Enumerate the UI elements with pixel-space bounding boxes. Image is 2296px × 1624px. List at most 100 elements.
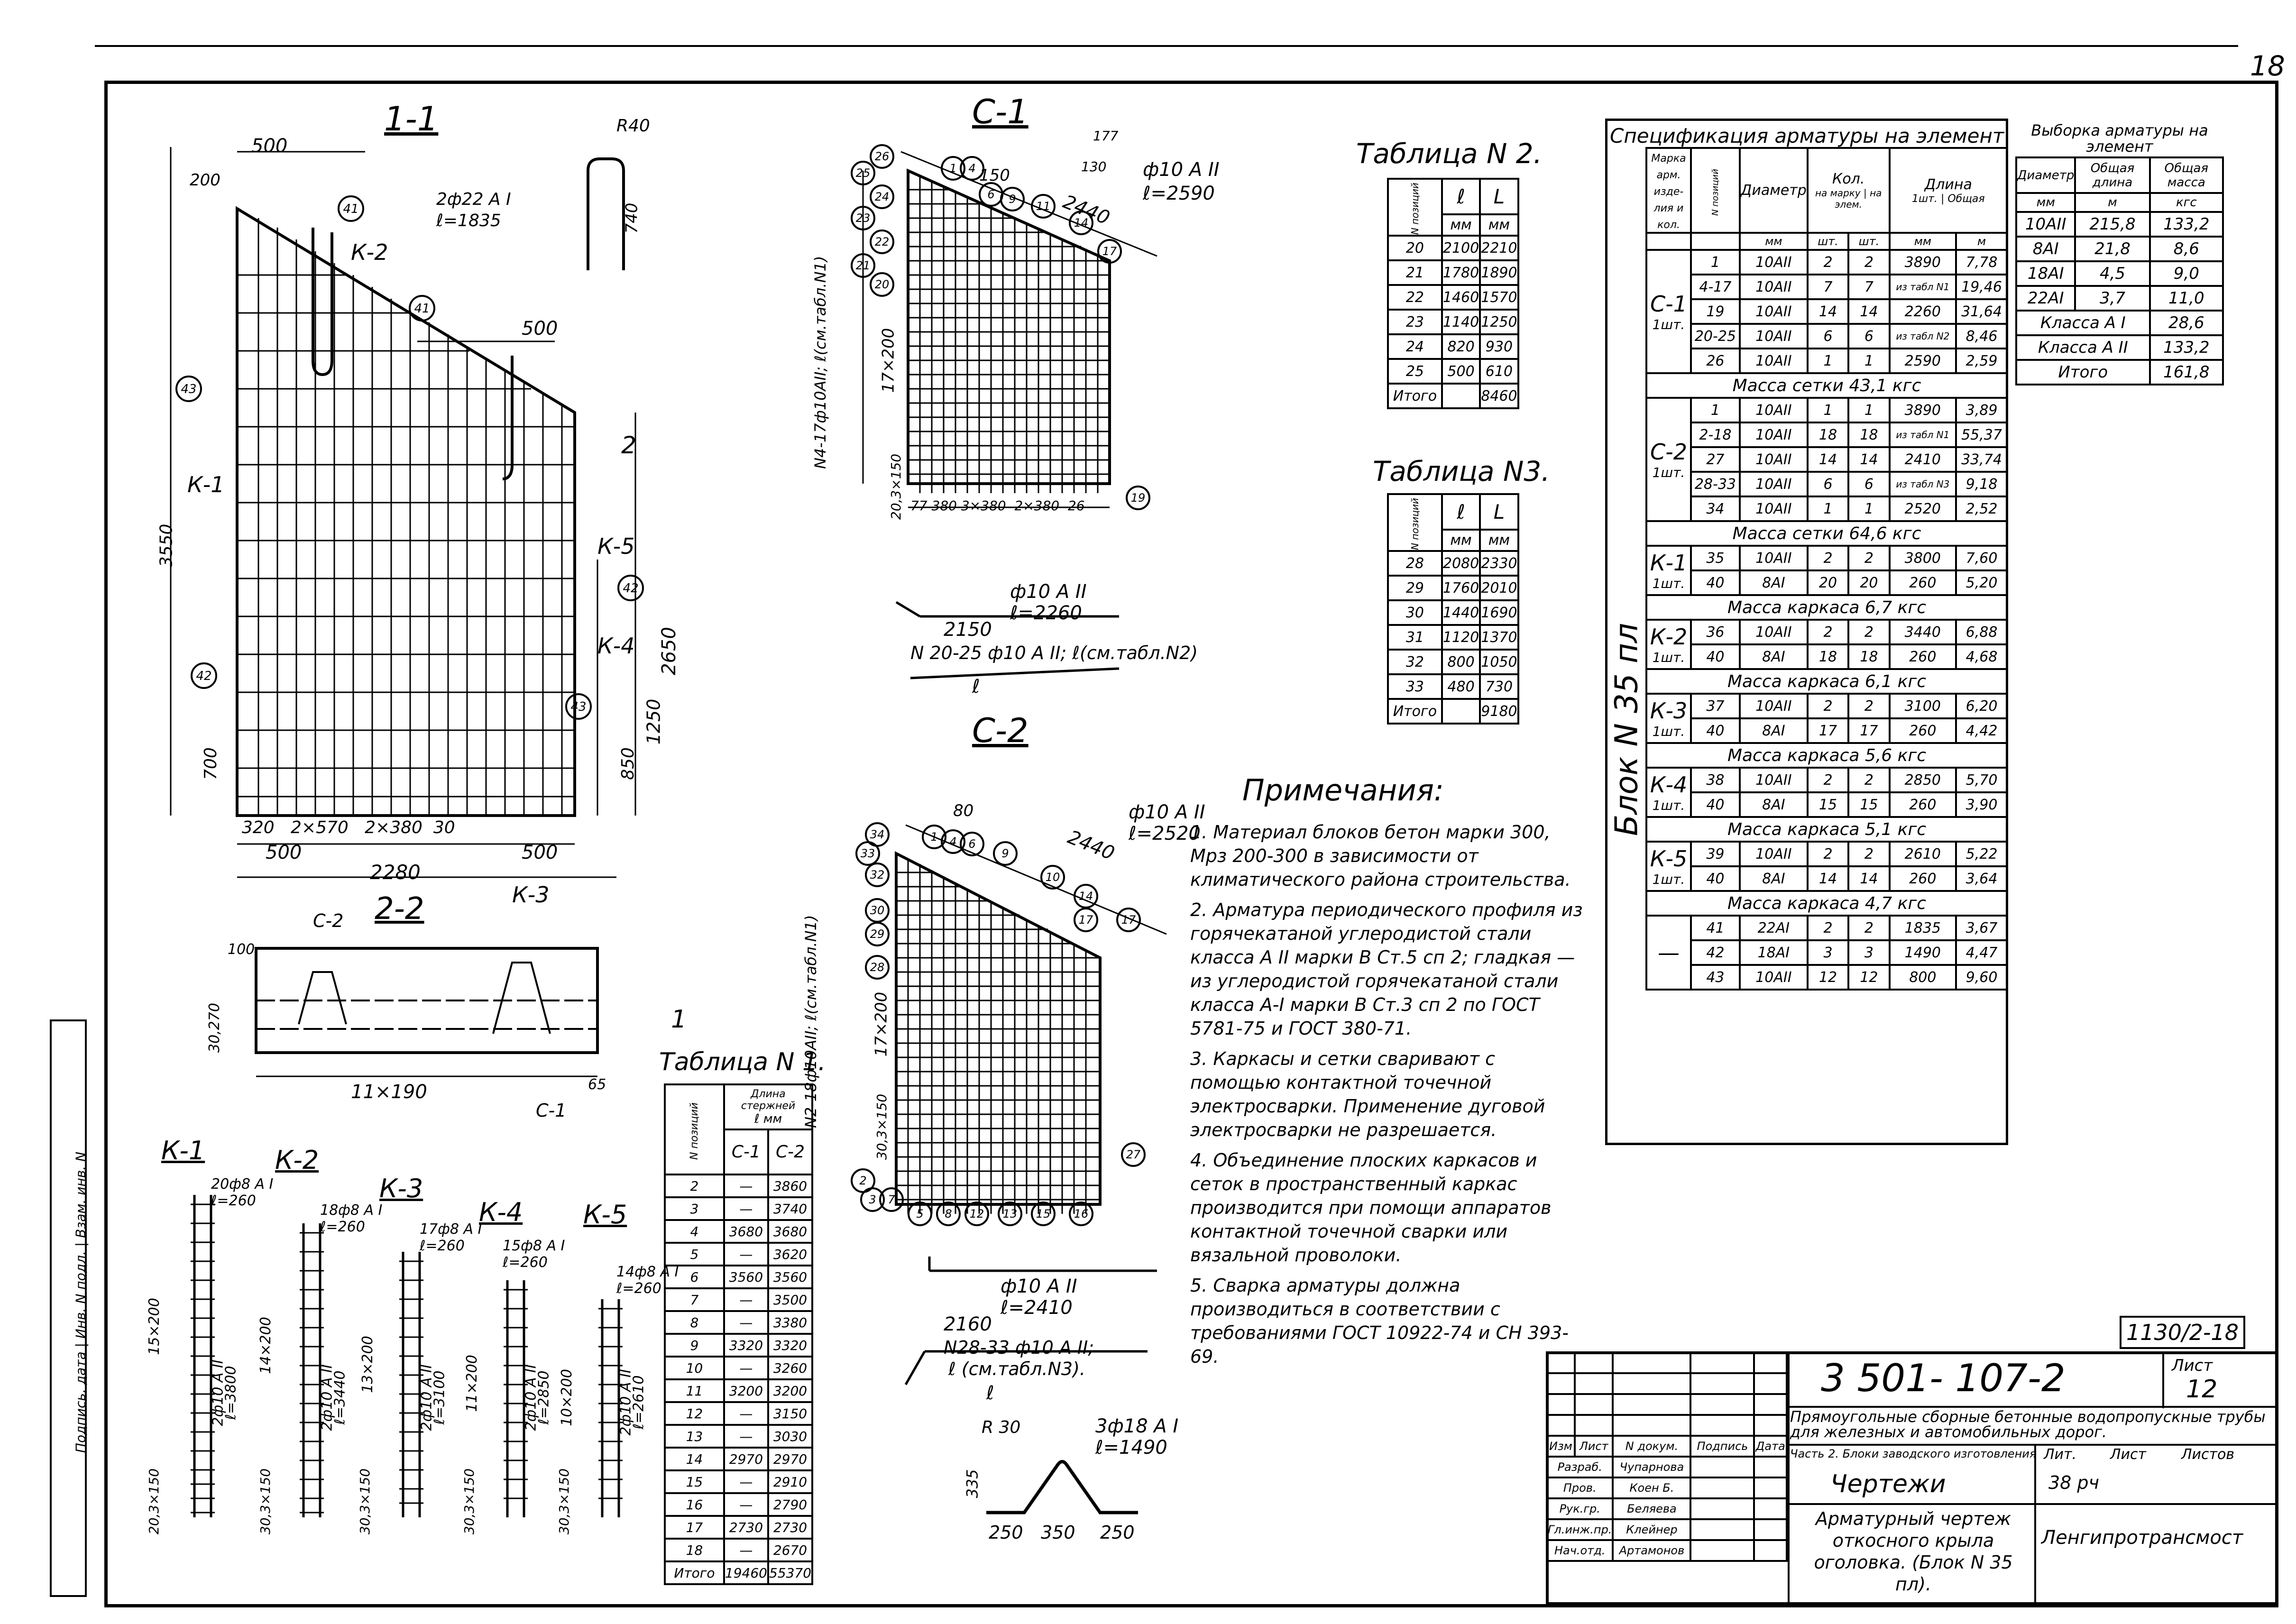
spec-diam: 10АII bbox=[1738, 446, 1809, 473]
stamp-person: Чупарнова bbox=[1612, 1456, 1692, 1478]
summary-total-label: Итого bbox=[2015, 359, 2151, 385]
section-mark-2: 2 bbox=[621, 431, 636, 459]
stamp-stage-value: 38 рч bbox=[2048, 1472, 2100, 1493]
t1-c2: 2730 bbox=[767, 1515, 814, 1540]
table2-pos: 20 bbox=[1387, 235, 1443, 261]
table2-L: 8460 bbox=[1479, 383, 1519, 409]
summary-classA1-value: 28,6 bbox=[2149, 310, 2224, 336]
spec-diam: 8АI bbox=[1738, 791, 1809, 818]
spec-qty2: 20 bbox=[1847, 569, 1891, 596]
spec-len-total: 3,90 bbox=[1955, 791, 2008, 818]
c1-bottom-dims: 77 380 3×380 2×380 26 bbox=[910, 498, 1085, 514]
spec-qty2: 18 bbox=[1847, 643, 1891, 670]
summary-classA2-value: 133,2 bbox=[2149, 334, 2224, 361]
c2-bar-27: ф10 А II bbox=[1001, 1275, 1077, 1297]
t1-c2: 3560 bbox=[767, 1265, 814, 1289]
spec-diam: 18АI bbox=[1738, 939, 1809, 966]
stamp-col-list: Лист bbox=[1573, 1435, 1614, 1458]
spec-len1: 2590 bbox=[1888, 348, 1957, 374]
bar43-label: 3ф18 А I bbox=[1095, 1415, 1179, 1437]
svg-text:28: 28 bbox=[870, 961, 885, 974]
c1-bar-19: ф10 А II bbox=[1010, 581, 1087, 603]
svg-text:1: 1 bbox=[930, 830, 937, 844]
stamp-col-sign: Подпись bbox=[1690, 1435, 1755, 1458]
table2-pos: 21 bbox=[1387, 259, 1443, 286]
spec-head-pos: N позиций bbox=[1710, 169, 1720, 216]
summary-head-mass: Общая масса bbox=[2149, 156, 2224, 194]
spec-len1: 260 bbox=[1888, 717, 1957, 744]
spec-pos: 41 bbox=[1690, 915, 1741, 941]
t1-pos: 10 bbox=[664, 1356, 725, 1380]
stamp-col-izm: Изм bbox=[1546, 1435, 1576, 1458]
k2-bar-label: 18ф8 А I bbox=[320, 1202, 383, 1219]
t1-c1: 2730 bbox=[723, 1515, 769, 1540]
spec-len-total: 4,68 bbox=[1955, 643, 2008, 670]
table2-l bbox=[1441, 383, 1481, 409]
view-k4-title: К-4 bbox=[479, 1197, 523, 1227]
spec-len1: 3890 bbox=[1888, 249, 1957, 275]
c2-bar-27-len: ℓ=2410 bbox=[1001, 1297, 1073, 1319]
notes-title: Примечания: bbox=[1242, 773, 1444, 807]
k1-base: 20,3×150 bbox=[146, 1468, 162, 1535]
spec-qty1: 18 bbox=[1806, 422, 1850, 448]
table2-pos: 22 bbox=[1387, 284, 1443, 311]
spec-head-mark: Марка арм. изде- лия и кол. bbox=[1645, 147, 1692, 234]
spec-len-total: 2,52 bbox=[1955, 495, 2008, 522]
spec-diam: 10АII bbox=[1738, 323, 1809, 349]
t1-c1: — bbox=[723, 1174, 769, 1198]
spec-qty1: 12 bbox=[1806, 964, 1850, 991]
t1-c2: 3380 bbox=[767, 1310, 814, 1335]
spec-len1: 3100 bbox=[1888, 693, 1957, 719]
spec-qty2: 2 bbox=[1847, 767, 1891, 793]
spec-pos: 38 bbox=[1690, 767, 1741, 793]
summary-head-diam: Диаметр bbox=[2015, 156, 2076, 194]
svg-text:30: 30 bbox=[870, 904, 885, 917]
table2-pos: 24 bbox=[1387, 333, 1443, 360]
table2-title: Таблица N 2. bbox=[1356, 138, 1543, 170]
t1-c2: 3620 bbox=[767, 1242, 814, 1266]
svg-text:42: 42 bbox=[196, 669, 211, 683]
t1-pos: 9 bbox=[664, 1333, 725, 1358]
svg-text:29: 29 bbox=[870, 927, 885, 941]
stamp-drawing-title: Арматурный чертеж откосного крыла оголов… bbox=[1814, 1508, 2013, 1595]
spec-len1: 260 bbox=[1888, 569, 1957, 596]
stamp-line-3 bbox=[1788, 1503, 2278, 1505]
svg-text:6: 6 bbox=[987, 188, 994, 201]
table3-l bbox=[1441, 698, 1481, 725]
note-5: 5. Сварка арматуры должна производиться … bbox=[1190, 1275, 1569, 1367]
spec-head-qty: Кол. bbox=[1832, 171, 1865, 187]
table2-l: 1140 bbox=[1441, 309, 1481, 335]
stamp-sheets-label: Листов bbox=[2181, 1446, 2235, 1463]
note-1: 1. Материал блоков бетон марки 300, Мрз … bbox=[1190, 822, 1571, 890]
t1-c1: — bbox=[723, 1538, 769, 1562]
svg-text:33: 33 bbox=[861, 847, 875, 860]
spec-len1: 2260 bbox=[1888, 298, 1957, 325]
label-k5: К-5 bbox=[597, 533, 635, 559]
view-c2-title: С-2 bbox=[972, 711, 1029, 750]
frame-k4-drawing bbox=[504, 1280, 528, 1517]
spec-diam: 10АII bbox=[1738, 471, 1809, 497]
spec-mark-label: С-1 bbox=[1650, 291, 1687, 317]
t3-unit1: мм bbox=[1441, 529, 1481, 552]
t1-pos: 14 bbox=[664, 1447, 725, 1471]
svg-text:41: 41 bbox=[343, 202, 358, 216]
k3-bar-label: 17ф8 А I bbox=[420, 1221, 482, 1238]
t1-c1: — bbox=[723, 1356, 769, 1380]
